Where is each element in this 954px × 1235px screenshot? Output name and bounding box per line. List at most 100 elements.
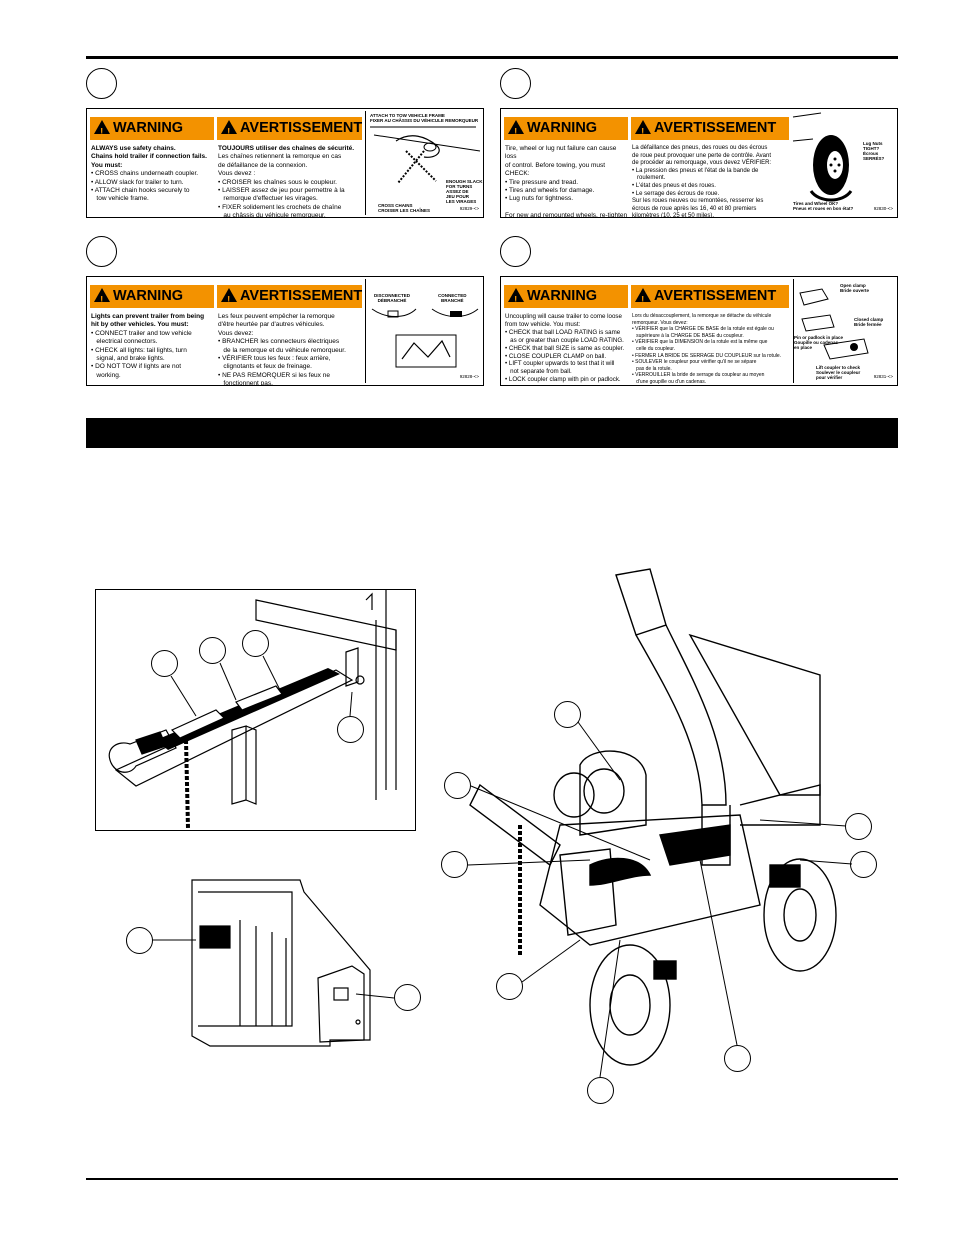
illus-label: CROSS CHAINS CROISER LES CHAÎNES xyxy=(378,203,431,213)
hitch-tongue-drawing xyxy=(108,590,397,829)
decal-location-callout xyxy=(554,701,581,728)
decal-text-line: • NE PAS REMORQUER si les feux ne xyxy=(218,371,330,379)
decal-text-line: as or greater than couple LOAD RATING. xyxy=(505,336,624,344)
decal-text-line: Lors du désaccouplement, la remorque se … xyxy=(632,313,772,319)
warning-header-fr: AVERTISSEMENT xyxy=(631,117,789,140)
decal-text-line: Tire, wheel or lug nut failure can cause… xyxy=(505,145,619,161)
decal-text-line: Les feux peuvent empêcher la remorque xyxy=(218,313,335,320)
decal-callout-circle xyxy=(86,68,117,99)
hopper-panel-drawing xyxy=(191,879,371,1047)
decal-text-line xyxy=(505,204,629,212)
part-number: 92828-<> xyxy=(459,374,479,379)
decal-text-line: • CROSS chains underneath coupler. xyxy=(91,170,199,178)
decal-location-callout xyxy=(444,772,471,799)
warning-decal-tires: WARNING AVERTISSEMENT Tire, wheel or lug… xyxy=(500,108,898,218)
warning-triangle-icon xyxy=(221,288,237,308)
decal-illustration: DISCONNECTED DÉBRANCHÉ CONNECTED BRANCHÉ… xyxy=(365,279,483,383)
decal-illustration: ATTACH TO TOW VEHICLE FRAME FIXER AU CHÂ… xyxy=(365,111,483,215)
decal-text-fr: Lors du désaccouplement, la remorque se … xyxy=(632,313,792,385)
coupler-clamp-illustration xyxy=(799,288,869,360)
warning-header-en: WARNING xyxy=(504,117,628,140)
decal-location-callout xyxy=(496,973,523,1000)
warning-triangle-icon xyxy=(635,120,651,140)
decal-text-line: remorque d'effectuer les virages. xyxy=(218,195,318,203)
decal-text-line: • SOULEVER le coupleur pour vérifier qu'… xyxy=(632,359,757,366)
warning-header-en: WARNING xyxy=(90,285,214,308)
hitch-tongue-figure xyxy=(95,589,416,831)
decal-text-fr: La défaillance des pneus, des roues ou d… xyxy=(632,145,790,217)
warning-label: WARNING xyxy=(527,120,598,136)
decal-text-line: • L'état des pneus et des roues. xyxy=(632,182,716,189)
decal-text-line: • Tires and wheels for damage. xyxy=(505,187,595,195)
decal-text-line: You must: xyxy=(91,161,123,169)
decal-text-line: roulement. xyxy=(632,175,666,182)
decal-text-line: Vous devez: xyxy=(218,329,254,337)
decal-callout-circle xyxy=(500,68,531,99)
decal-text-line: clignotants et feux de freinage. xyxy=(218,363,312,371)
decal-callout-circle xyxy=(86,236,117,267)
bottom-rule xyxy=(86,1178,898,1180)
decal-text-line: tow vehicle frame. xyxy=(91,195,149,203)
decal-text-line: of control. Before towing, you must CHEC… xyxy=(505,161,607,178)
warning-header-fr: AVERTISSEMENT xyxy=(631,285,789,308)
decal-text-fr: TOUJOURS utiliser des chaînes de sécurit… xyxy=(218,145,364,218)
warning-triangle-icon xyxy=(221,120,237,140)
tire-wheel-illustration xyxy=(792,112,853,202)
decal-text-en: Uncoupling will cause trailer to come lo… xyxy=(505,313,631,384)
decal-text-line: • FIXER solidement les crochets de chaîn… xyxy=(218,203,342,211)
decal-text-line: For new and remounted wheels, re-tighten xyxy=(505,212,628,218)
decal-text-line: • VERROUILLER la bride de serrage du cou… xyxy=(632,372,765,379)
decal-text-line: • CHECK that ball LOAD RATING is same xyxy=(505,328,621,336)
decal-text-line: pas de la rotule. xyxy=(632,365,672,372)
decal-text-line: fonctionnent pas. xyxy=(218,380,273,386)
decal-text-line: écrous de roue après les 16, 40 et 80 pr… xyxy=(632,205,757,212)
avertissement-label: AVERTISSEMENT xyxy=(240,288,362,304)
decal-text-line: au châssis du véhicule remorqueur. xyxy=(218,212,326,218)
warning-label: WARNING xyxy=(113,288,184,304)
warning-header-en: WARNING xyxy=(90,117,214,140)
illus-label: CONNECTED BRANCHÉ xyxy=(438,293,467,303)
decal-text-line: • VÉRIFIER que la CHARGE DE BASE de la r… xyxy=(632,326,774,333)
decal-text-line: Lights can prevent trailer from being xyxy=(91,313,205,320)
decal-location-callout xyxy=(441,851,468,878)
illus-label: Pin or padlock in place Goupille ou cade… xyxy=(794,335,844,350)
decal-location-callout xyxy=(199,637,226,664)
decal-text-en: Tire, wheel or lug nut failure can cause… xyxy=(505,145,629,218)
illus-label: Closed clamp Bride fermée xyxy=(854,317,884,327)
decal-location-callout xyxy=(850,851,877,878)
part-number: 92829-<> xyxy=(459,206,479,211)
illus-label: Open clamp Bride ouverte xyxy=(840,283,870,293)
decal-text-line: working. xyxy=(91,371,121,379)
decal-text-line: Chains hold trailer if connection fails. xyxy=(91,153,207,161)
decal-location-callout xyxy=(394,984,421,1011)
warning-header-fr: AVERTISSEMENT xyxy=(217,117,362,140)
decal-text-line: • CHECK all lights: tail lights, turn xyxy=(91,346,187,354)
decal-location-callout xyxy=(151,650,178,677)
decal-text-line: Vous devez : xyxy=(218,170,256,178)
decal-text-line: • LIFT coupler upwards to test that it w… xyxy=(505,360,615,368)
decal-location-callout xyxy=(845,813,872,840)
decal-location-callout xyxy=(587,1077,614,1104)
warning-triangle-icon xyxy=(94,120,110,140)
decal-text-line: de roue peut provoquer une perte de cont… xyxy=(632,152,771,159)
decal-text-line: remorqueur. Vous devez: xyxy=(632,319,688,326)
decal-text-line: de procéder au remorquage, vous devez VÉ… xyxy=(632,160,772,167)
decal-text-line: • ALLOW slack for trailer to turn. xyxy=(91,178,184,186)
illus-label: Lug Nuts TIGHT? Écrous SERRÉS? xyxy=(863,141,885,161)
warning-decal-coupler: WARNING AVERTISSEMENT Uncoupling will ca… xyxy=(500,276,898,386)
warning-triangle-icon xyxy=(508,120,524,140)
decal-text-line: de défaillance de la connexion. xyxy=(218,161,308,169)
top-rule xyxy=(86,56,898,59)
decal-text-line: d'être heurtée par d'autres véhicules. xyxy=(218,321,325,329)
decal-callout-circle xyxy=(500,236,531,267)
light-connector-illustration xyxy=(371,308,479,368)
decal-text-line: • VÉRIFIER que la DIMENSION de la rotule… xyxy=(632,339,768,346)
decal-text-en: ALWAYS use safety chains.Chains hold tra… xyxy=(91,145,215,204)
decal-text-line: • DO NOT TOW if lights are not xyxy=(91,363,182,371)
decal-text-line: Uncoupling will cause trailer to come lo… xyxy=(505,313,622,320)
avertissement-label: AVERTISSEMENT xyxy=(654,120,777,136)
decal-text-line: celle du coupleur. xyxy=(632,345,676,352)
safety-chain-illustration xyxy=(370,126,481,184)
decal-illustration: Lug Nuts TIGHT? Écrous SERRÉS? Tires and… xyxy=(791,111,897,215)
